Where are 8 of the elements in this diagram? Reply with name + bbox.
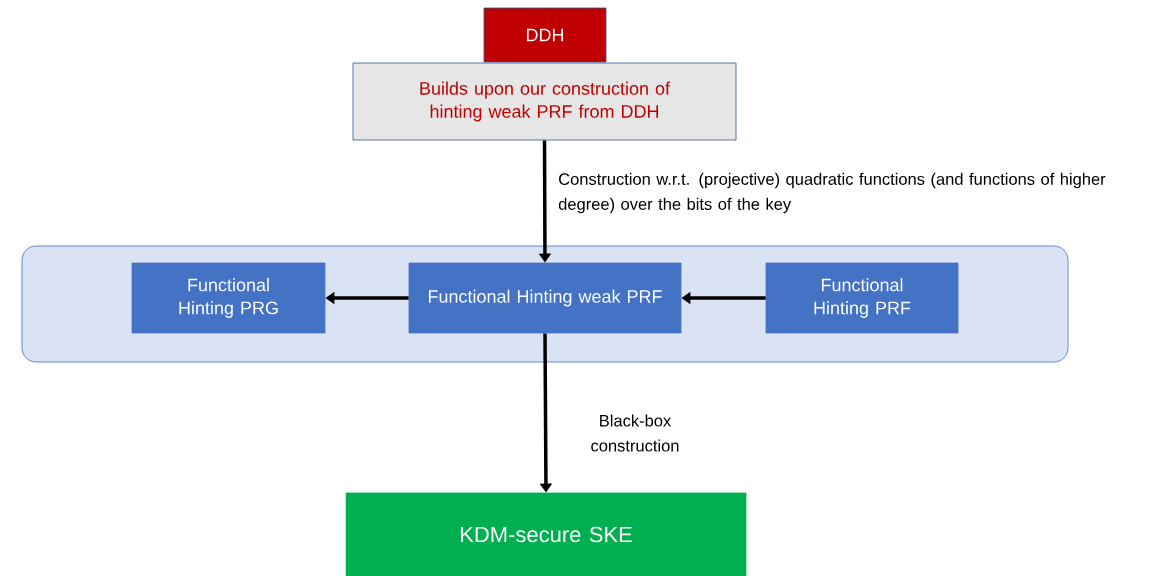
primitive-box: Functional Hinting weak PRF	[408, 262, 682, 334]
edge-label: Black-box construction	[591, 414, 679, 452]
primitive-box: Functional Hinting PRG	[131, 262, 326, 334]
note-box: Builds upon our construction of hinting weak PRF from DDH	[352, 62, 737, 141]
edge-label: Construction w.r.t. (projective) quadratic functions (and functions of higher degree) over the bits of the key	[558, 172, 1106, 214]
assumption-box: DDH	[483, 7, 607, 63]
primitive-box: Functional Hinting PRF	[765, 262, 959, 334]
result-box: KDM-secure SKE	[345, 492, 747, 576]
